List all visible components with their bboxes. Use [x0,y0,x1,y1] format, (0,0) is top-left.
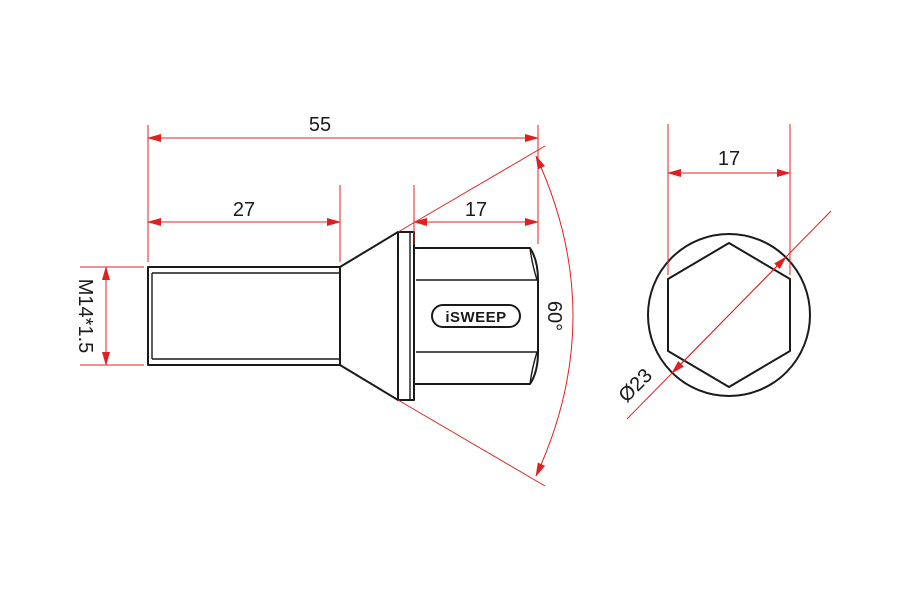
dim-label-17-side: 17 [465,199,487,221]
angle-ext-line-top [397,145,546,233]
hex-edge-curve [529,247,538,385]
dim-label-55: 55 [309,114,331,136]
dim-label-thread-size: M14*1.5 [74,279,96,354]
angle-ext-line-bottom [397,399,546,487]
dim-label-17-end: 17 [718,148,740,170]
thread-shank [147,266,341,366]
logo-border [431,304,521,328]
dim-line-diameter [671,256,787,374]
angle-arc [535,155,574,477]
collar [397,231,415,401]
collar-circle [647,233,811,397]
dim-label-angle: 60° [543,301,565,331]
logo-text: iSWEEP [445,309,506,326]
dim-label-diameter: Ø23 [615,365,657,407]
side-view-dimensions: 55 27 17 M14*1.5 60° [74,114,574,487]
dim-label-27: 27 [233,199,255,221]
hex-outline [667,242,791,388]
end-view-dimensions: 17 Ø23 [615,124,832,420]
conical-seat [339,231,399,401]
bolt-end-view [647,233,811,397]
isweep-logo: iSWEEP [431,304,521,328]
bolt-side-view: iSWEEP [147,231,539,401]
